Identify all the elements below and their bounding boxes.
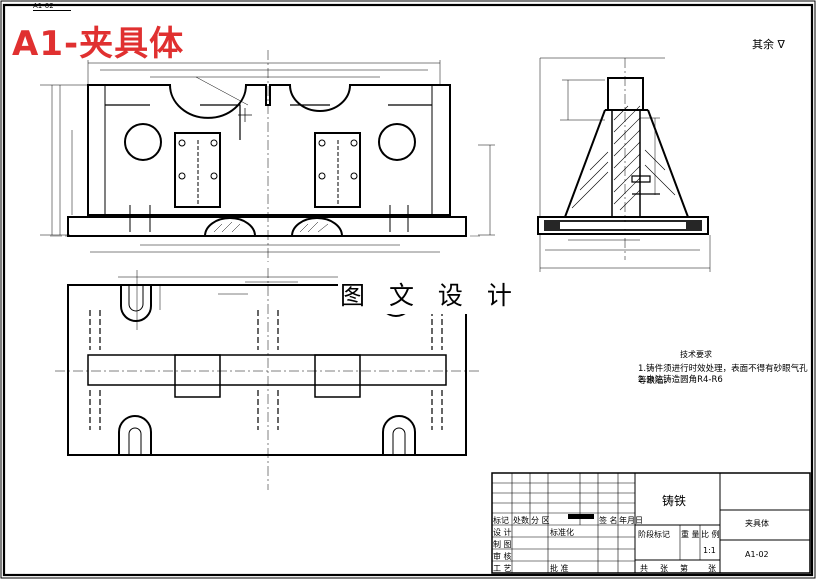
- surface-roughness-note: 其余 ∇: [752, 38, 785, 51]
- title-block-grid: [491, 472, 811, 574]
- tb-mark: 标记: [493, 516, 509, 525]
- tb-sheet-no: 第: [680, 564, 688, 573]
- tb-sheets-1: 张: [660, 564, 668, 573]
- tb-scale-label: 比 例: [701, 530, 720, 539]
- tb-draw: 制 图: [493, 540, 512, 549]
- tb-drawing-number: A1-02: [745, 550, 769, 559]
- watermark-text: 图 文 设 计: [338, 274, 522, 314]
- tech-requirement-1: 1.铸件须进行时效处理，表面不得有砂眼气孔等缺陷。: [638, 364, 808, 386]
- tb-zone: 分 区: [531, 516, 550, 525]
- tb-design: 设 计: [493, 528, 512, 537]
- tb-process: 工 艺: [493, 564, 512, 573]
- tb-approve: 批 准: [550, 564, 569, 573]
- drawing-title: A1-夹具体: [12, 24, 185, 64]
- drawing-tag: A1-02: [33, 2, 71, 11]
- tb-weight-label: 重 量: [681, 530, 700, 539]
- front-view: [40, 50, 495, 262]
- tb-total: 共: [640, 564, 648, 573]
- tech-requirements-title: 技术要求: [680, 350, 712, 359]
- tb-scale-value: 1:1: [703, 546, 716, 555]
- tb-standardize: 标准化: [550, 528, 574, 537]
- tb-part-name: 夹具体: [745, 519, 769, 528]
- tb-sheets-2: 张: [708, 564, 716, 573]
- tb-check: 审 核: [493, 552, 512, 561]
- tech-requirement-2: 2.未注铸造圆角R4-R6: [638, 375, 723, 385]
- tb-material: 铸铁: [662, 494, 687, 508]
- tb-sign: 签 名: [599, 516, 618, 525]
- tb-count: 处数: [513, 516, 529, 525]
- tb-date: 年月日: [619, 516, 643, 525]
- tb-stage-label: 阶段标记: [638, 530, 670, 539]
- side-view: [537, 57, 711, 272]
